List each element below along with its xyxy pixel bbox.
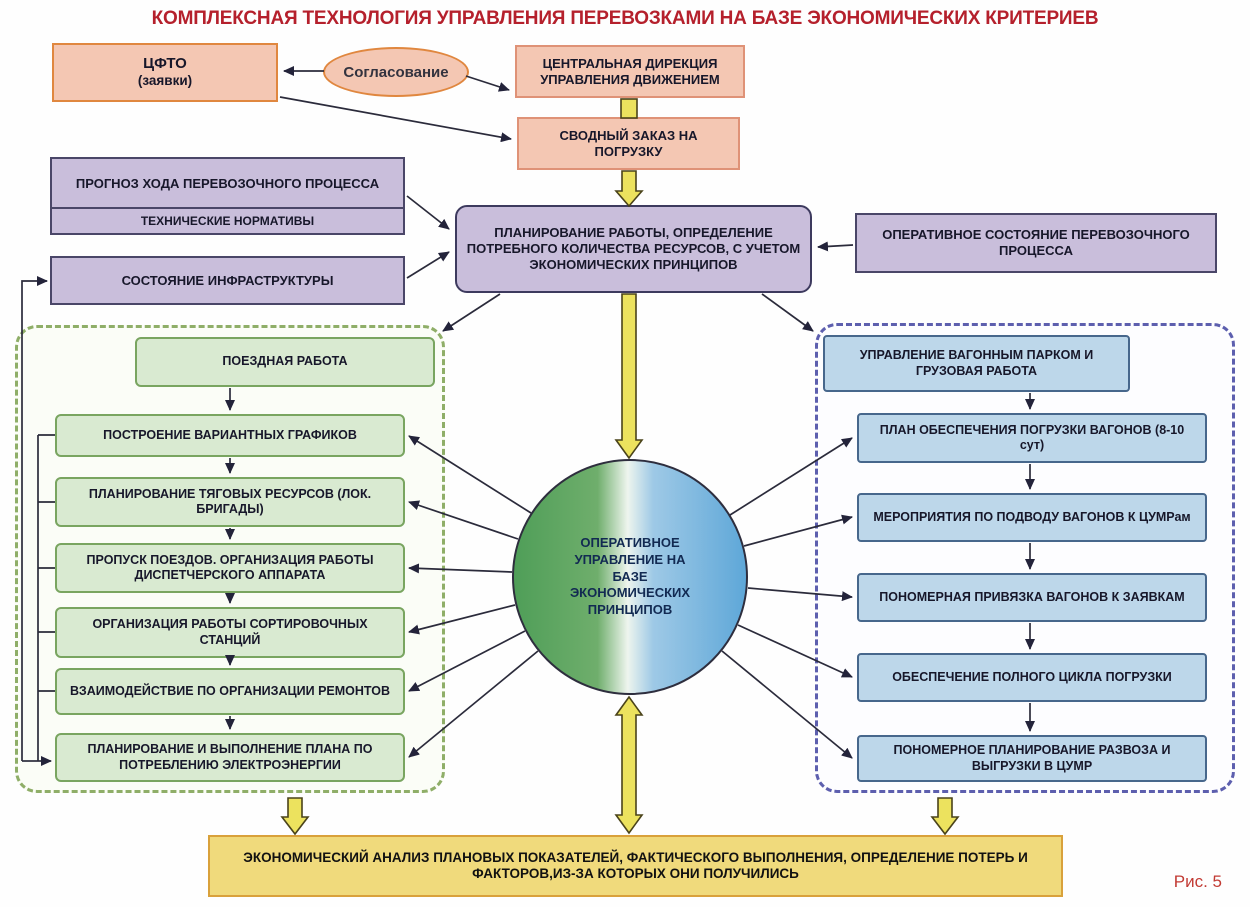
economic-analysis-box: ЭКОНОМИЧЕСКИЙ АНАЛИЗ ПЛАНОВЫХ ПОКАЗАТЕЛЕ… [208, 835, 1063, 897]
wagon-work-group-container [815, 323, 1235, 793]
central-directorate-box: ЦЕНТРАЛЬНАЯ ДИРЕКЦИЯ УПРАВЛЕНИЯ ДВИЖЕНИЕ… [515, 45, 745, 98]
cfto-title: ЦФТО [143, 55, 187, 73]
operative-management-label: ОПЕРАТИВНОЕ УПРАВЛЕНИЕ НА БАЗЕ ЭКОНОМИЧЕ… [569, 534, 691, 618]
diagram-title: КОМПЛЕКСНАЯ ТЕХНОЛОГИЯ УПРАВЛЕНИЯ ПЕРЕВО… [151, 8, 1099, 29]
operative-state-box: ОПЕРАТИВНОЕ СОСТОЯНИЕ ПЕРЕВОЗОЧНОГО ПРОЦ… [855, 213, 1217, 273]
electricity-plan-box: ПЛАНИРОВАНИЕ И ВЫПОЛНЕНИЕ ПЛАНА ПО ПОТРЕ… [55, 733, 405, 782]
cfto-box: ЦФТО (заявки) [52, 43, 278, 102]
full-loading-cycle-box: ОБЕСПЕЧЕНИЕ ПОЛНОГО ЦИКЛА ПОГРУЗКИ [857, 653, 1207, 702]
sorting-stations-box: ОРГАНИЗАЦИЯ РАБОТЫ СОРТИРОВОЧНЫХ СТАНЦИЙ [55, 607, 405, 658]
technical-norms-box: ТЕХНИЧЕСКИЕ НОРМАТИВЫ [50, 207, 405, 235]
wagon-supply-measures-box: МЕРОПРИЯТИЯ ПО ПОДВОДУ ВАГОНОВ К ЦУМРам [857, 493, 1207, 542]
wagon-binding-box: ПОНОМЕРНАЯ ПРИВЯЗКА ВАГОНОВ К ЗАЯВКАМ [857, 573, 1207, 622]
operative-management-circle: ОПЕРАТИВНОЕ УПРАВЛЕНИЕ НА БАЗЕ ЭКОНОМИЧЕ… [512, 459, 748, 695]
consolidated-order-box: СВОДНЫЙ ЗАКАЗ НА ПОГРУЗКУ [517, 117, 740, 170]
delivery-unloading-plan-box: ПОНОМЕРНОЕ ПЛАНИРОВАНИЕ РАЗВОЗА И ВЫГРУЗ… [857, 735, 1207, 782]
traction-resources-box: ПЛАНИРОВАНИЕ ТЯГОВЫХ РЕСУРСОВ (ЛОК. БРИГ… [55, 477, 405, 527]
loading-plan-box: ПЛАН ОБЕСПЕЧЕНИЯ ПОГРУЗКИ ВАГОНОВ (8-10 … [857, 413, 1207, 463]
repairs-interaction-box: ВЗАИМОДЕЙСТВИЕ ПО ОРГАНИЗАЦИИ РЕМОНТОВ [55, 668, 405, 715]
train-passing-box: ПРОПУСК ПОЕЗДОВ. ОРГАНИЗАЦИЯ РАБОТЫ ДИСП… [55, 543, 405, 593]
figure-caption: Рис. 5 [1173, 872, 1222, 891]
train-work-header-box: ПОЕЗДНАЯ РАБОТА [135, 337, 435, 387]
forecast-norms-box: ПРОГНОЗ ХОДА ПЕРЕВОЗОЧНОГО ПРОЦЕССА ТЕХН… [50, 157, 405, 235]
planning-box: ПЛАНИРОВАНИЕ РАБОТЫ, ОПРЕДЕЛЕНИЕ ПОТРЕБН… [455, 205, 812, 293]
agreement-ellipse: Согласование [323, 47, 469, 97]
cfto-subtitle: (заявки) [137, 73, 193, 89]
variant-graphs-box: ПОСТРОЕНИЕ ВАРИАНТНЫХ ГРАФИКОВ [55, 414, 405, 457]
forecast-box: ПРОГНОЗ ХОДА ПЕРЕВОЗОЧНОГО ПРОЦЕССА [50, 157, 405, 209]
infrastructure-state-box: СОСТОЯНИЕ ИНФРАСТРУКТУРЫ [50, 256, 405, 305]
wagon-work-header-box: УПРАВЛЕНИЕ ВАГОННЫМ ПАРКОМ И ГРУЗОВАЯ РА… [823, 335, 1130, 392]
